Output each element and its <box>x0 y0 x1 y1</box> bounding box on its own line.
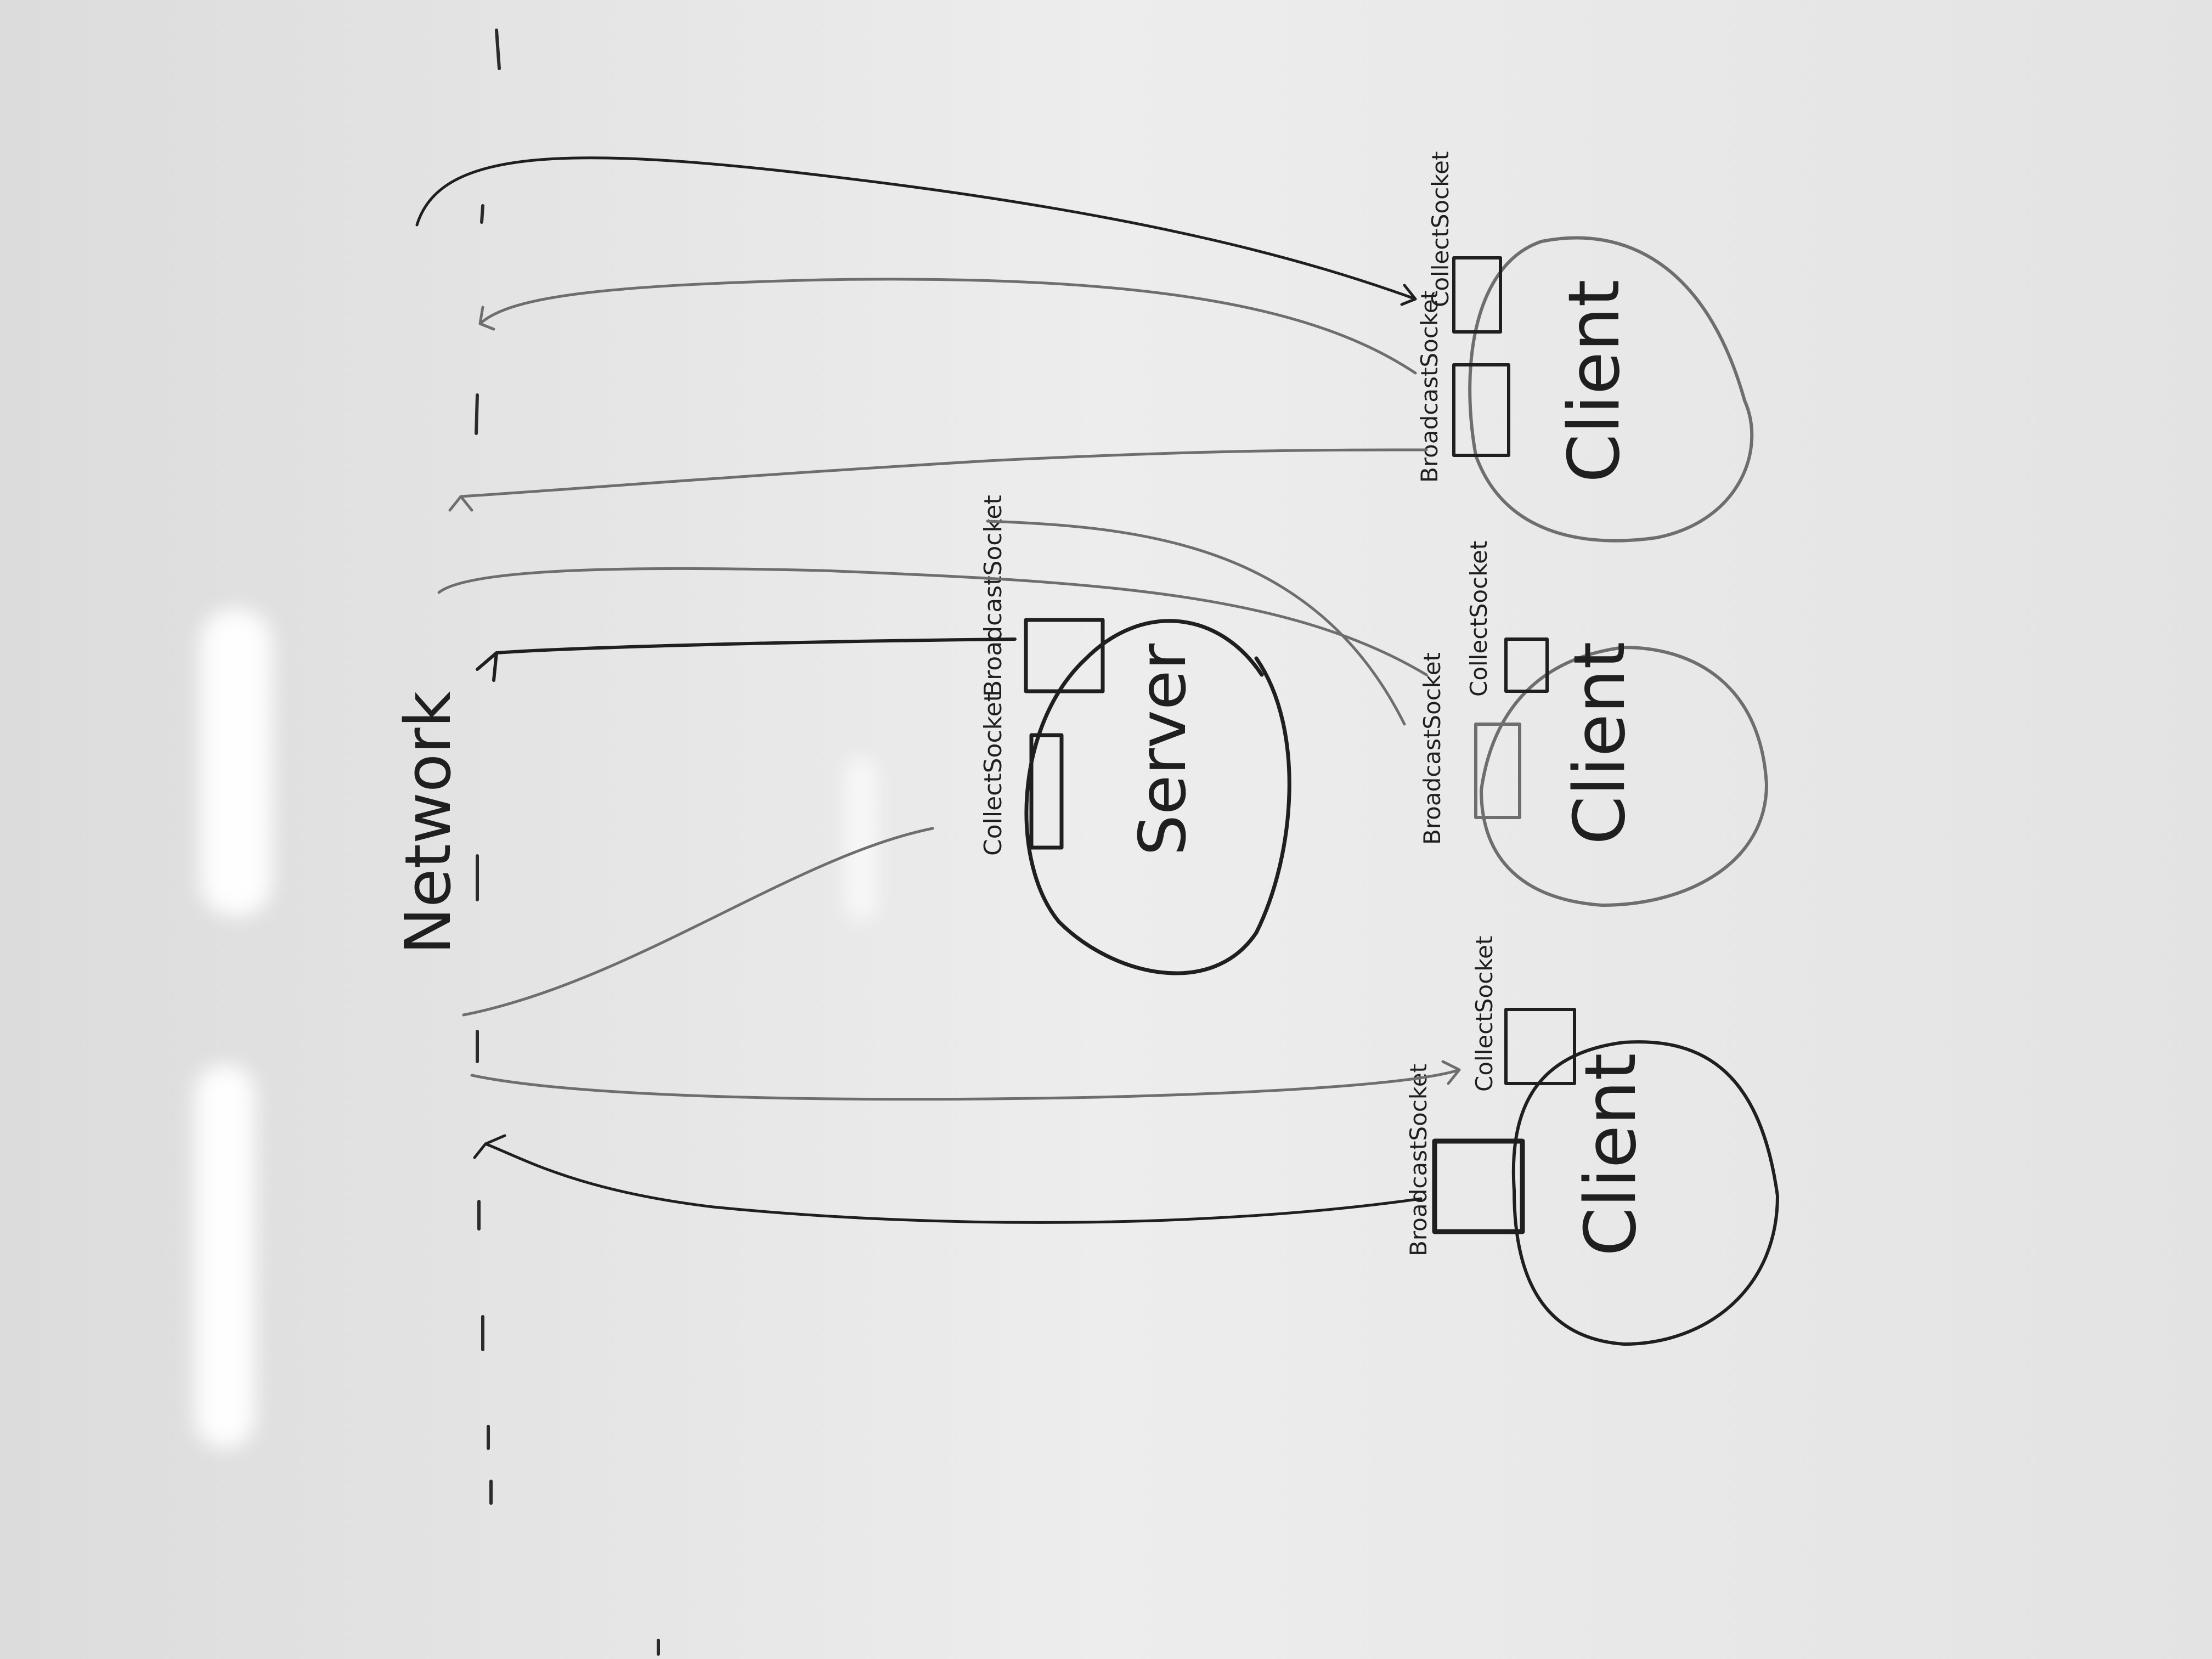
client-top-collect-box <box>1452 256 1502 334</box>
client-top-broadcast-label: BroadcastSocket <box>1416 290 1443 483</box>
connections <box>415 156 1461 1224</box>
client-bottom-circle <box>1511 1040 1779 1346</box>
client-node-top: Client CollectSocket BroadcastSocket <box>1416 151 1754 543</box>
client-middle-broadcast-label: BroadcastSocket <box>1419 652 1446 845</box>
arrow-client-bottom-broadcast-to-network <box>473 1134 1423 1224</box>
arrow-network-to-server-collect <box>462 827 934 1017</box>
client-bottom-broadcast-label: BroadcastSocket <box>1405 1064 1432 1256</box>
client-top-label: Client <box>1554 279 1635 483</box>
server-collect-box <box>1029 733 1064 850</box>
client-node-bottom: Client CollectSocket BroadcastSocket <box>1405 936 1779 1346</box>
server-broadcast-box <box>1024 618 1105 693</box>
network-label: Network <box>392 691 465 955</box>
arrow-client-top-broadcast-to-network <box>478 278 1417 375</box>
server-broadcast-label: BroadcastSocket <box>979 495 1007 697</box>
client-middle-broadcast-box <box>1474 723 1521 819</box>
client-middle-circle <box>1480 646 1768 907</box>
arrow-client-middle-broadcast-to-network <box>986 520 1406 726</box>
arrow-client-top-broadcast-to-network-2 <box>448 448 1428 512</box>
arrow-server-broadcast-to-network <box>476 637 1017 682</box>
client-bottom-label: Client <box>1570 1053 1652 1256</box>
client-node-middle: Client CollectSocket BroadcastSocket <box>1419 541 1768 907</box>
client-bottom-collect-label: CollectSocket <box>1471 936 1498 1092</box>
client-top-collect-label: CollectSocket <box>1427 151 1454 307</box>
server-label: Server <box>1125 644 1200 856</box>
client-middle-label: Client <box>1559 641 1641 845</box>
server-node: Server CollectSocket BroadcastSocket <box>979 495 1291 975</box>
client-middle-collect-label: CollectSocket <box>1465 541 1492 697</box>
client-middle-collect-box <box>1504 637 1549 693</box>
light-glare <box>195 609 878 1448</box>
server-circle <box>1024 619 1291 975</box>
arrow-network-to-client-top-collect <box>415 156 1417 306</box>
arrow-network-to-client-bottom-collect <box>470 1060 1461 1101</box>
client-bottom-broadcast-box <box>1432 1138 1525 1234</box>
client-bottom-collect-box <box>1504 1008 1576 1085</box>
server-collect-label: CollectSocket <box>979 692 1007 856</box>
client-top-broadcast-box <box>1452 363 1510 457</box>
network-line <box>475 29 660 1656</box>
arrow-network-to-client-middle-collect <box>437 567 1428 676</box>
client-top-circle <box>1468 236 1754 543</box>
